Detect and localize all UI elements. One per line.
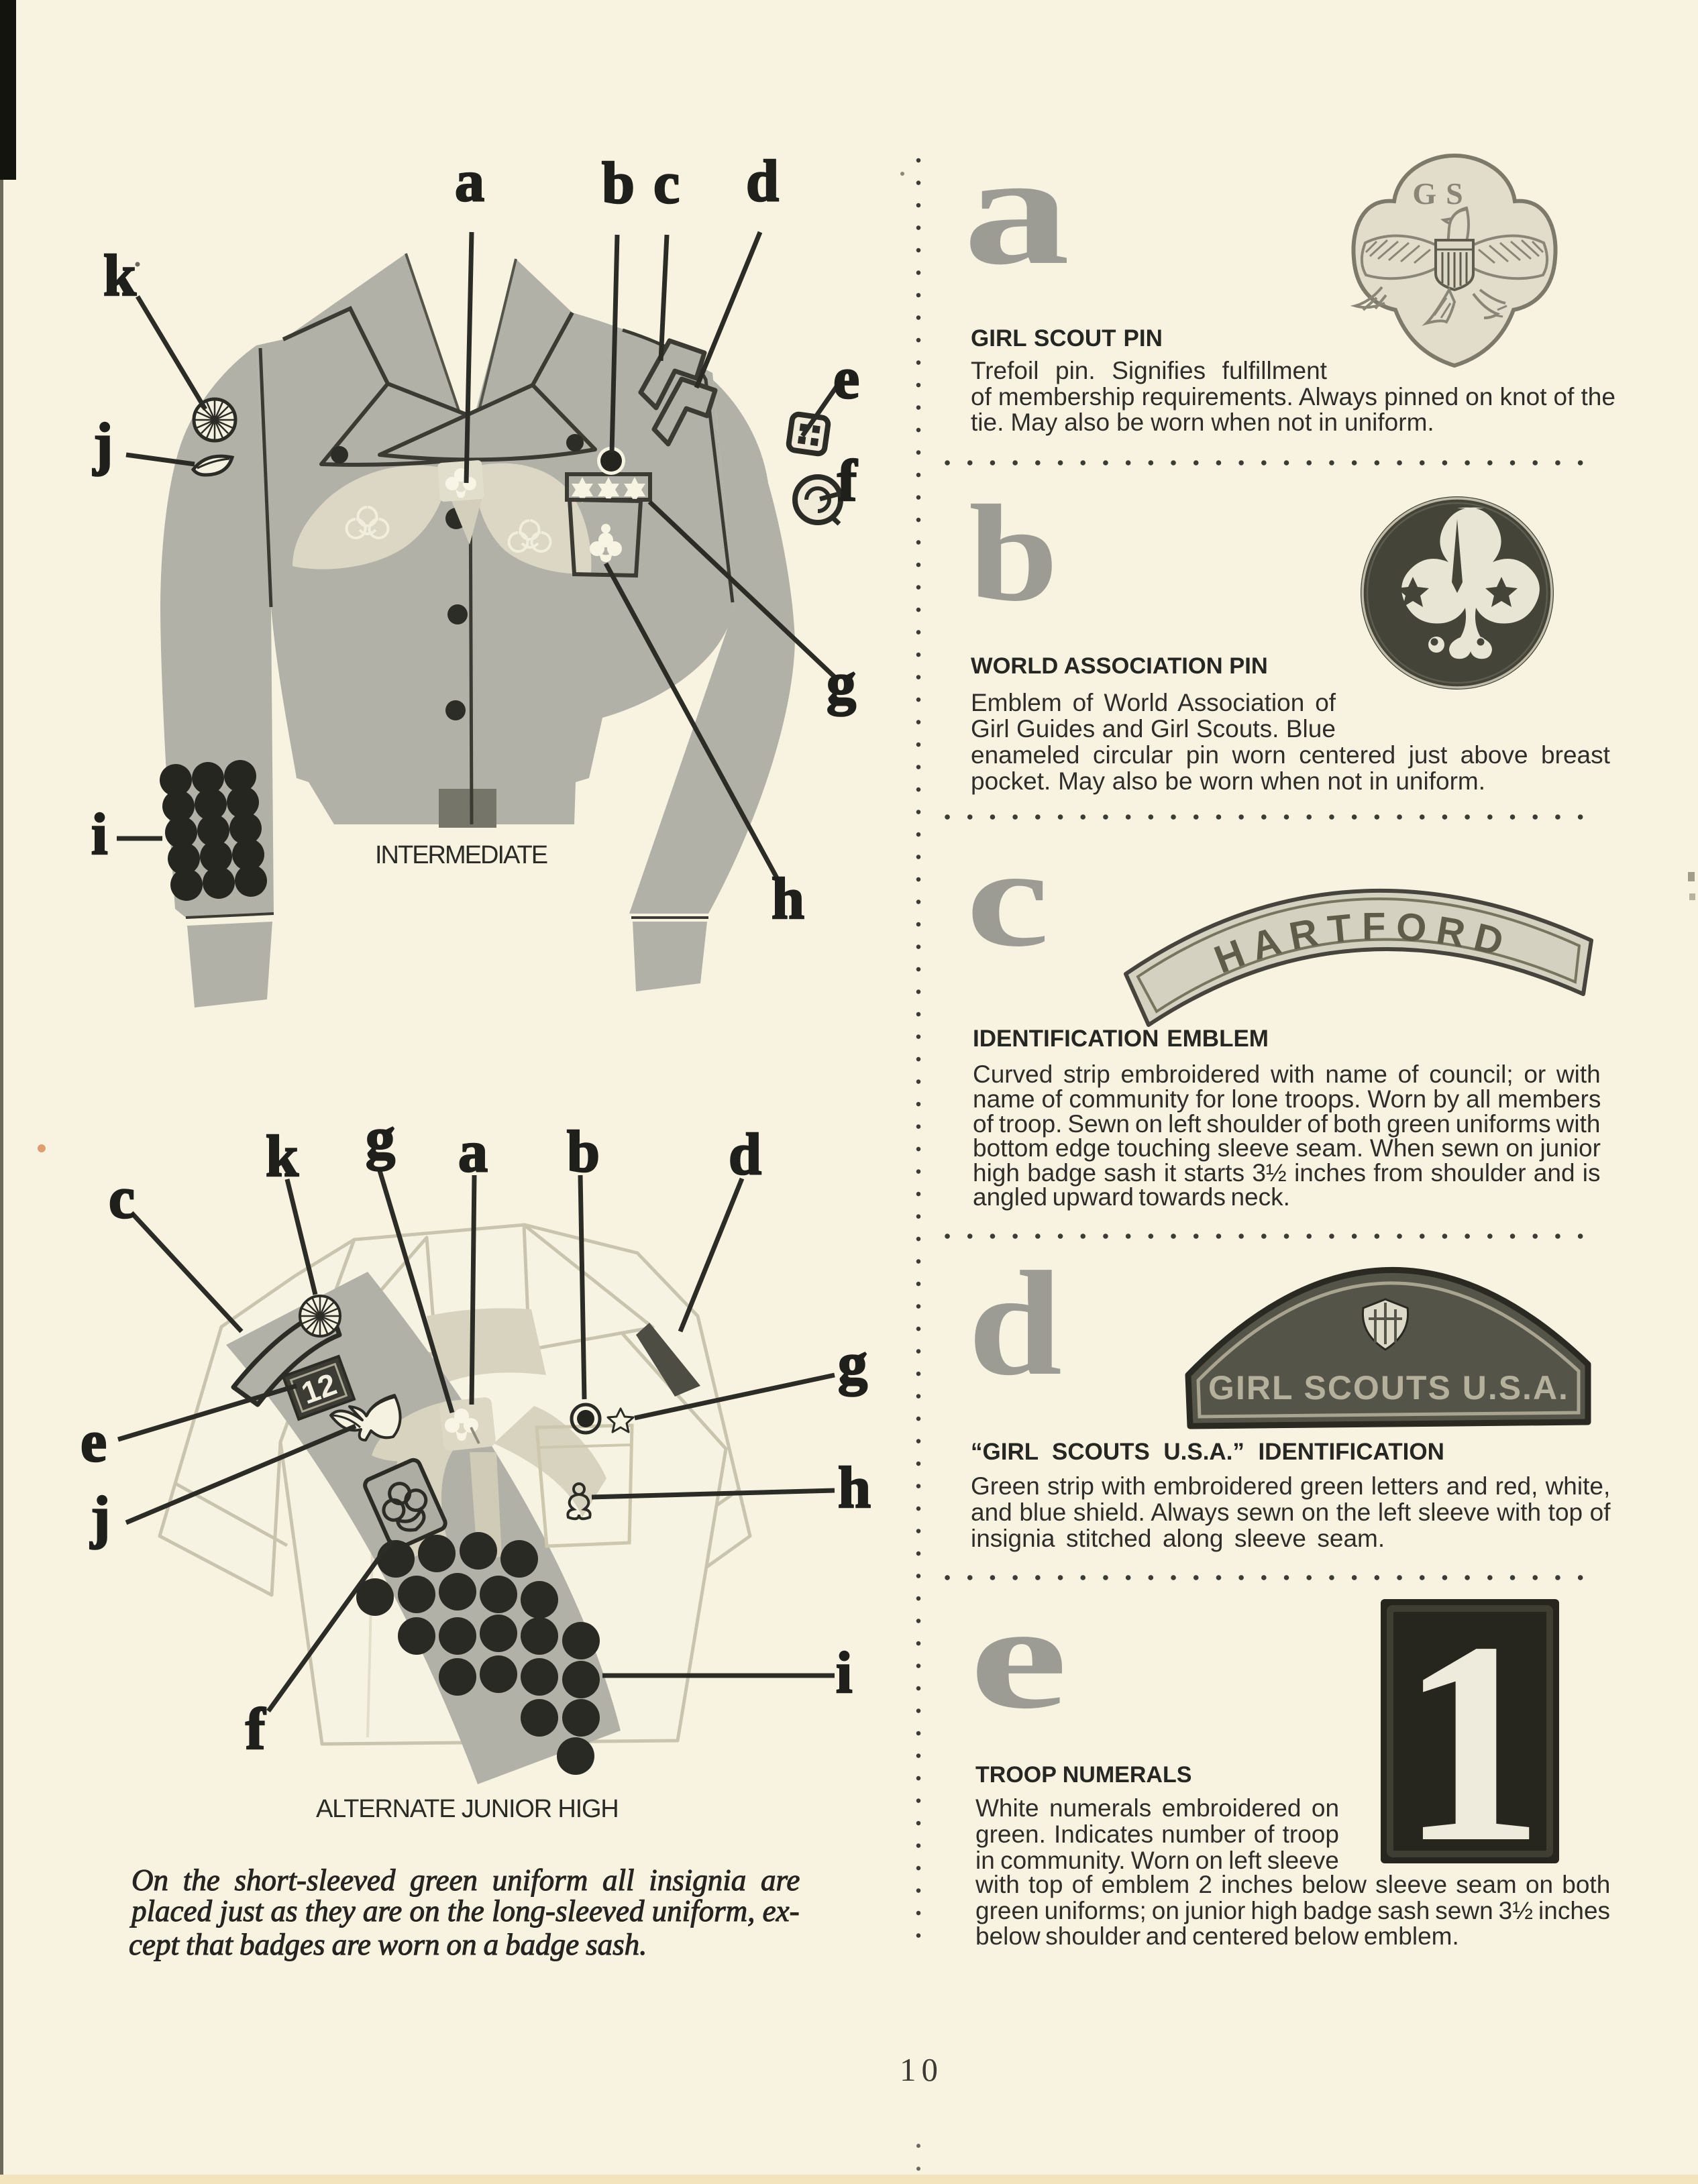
svg-text:f: f: [837, 449, 858, 514]
svg-text:Green strip with embroidered g: Green strip with embroidered green lette…: [971, 1472, 1610, 1500]
svg-text:“GIRL SCOUTS U.S.A.” IDENTIFIC: “GIRL SCOUTS U.S.A.” IDENTIFICATION: [971, 1439, 1444, 1465]
svg-text:j: j: [93, 412, 113, 477]
svg-text:angled upward towards neck.: angled upward towards neck.: [973, 1183, 1290, 1211]
svg-text:g: g: [366, 1106, 395, 1171]
svg-text:k: k: [103, 243, 136, 309]
svg-text:Girl Guides and Girl Scouts. B: Girl Guides and Girl Scouts. Blue: [971, 715, 1336, 743]
svg-text:bottom edge touching sleeve se: bottom edge touching sleeve seam. When s…: [973, 1134, 1601, 1162]
svg-text:Curved strip embroidered with: Curved strip embroidered with name of co…: [973, 1060, 1601, 1088]
svg-text:White numerals embroidered on: White numerals embroidered on: [975, 1794, 1339, 1822]
svg-text:i: i: [91, 802, 107, 867]
svg-text:enameled circular pin worn cen: enameled circular pin worn centered just…: [971, 741, 1611, 769]
svg-text:GIRL SCOUTS U.S.A.: GIRL SCOUTS U.S.A.: [1208, 1369, 1569, 1407]
svg-text:g: g: [838, 1331, 867, 1397]
svg-text:placed just as they are on the: placed just as they are on the long-slee…: [129, 1894, 800, 1928]
svg-text:GIRL SCOUT PIN: GIRL SCOUT PIN: [971, 325, 1163, 351]
svg-text:e: e: [969, 1574, 1067, 1739]
svg-text:WORLD ASSOCIATION PIN: WORLD ASSOCIATION PIN: [971, 653, 1268, 679]
svg-text:10: 10: [900, 2051, 943, 2088]
svg-text:of membership requirements. Al: of membership requirements. Always pinne…: [971, 383, 1615, 411]
svg-text:high badge sash it starts 3½ i: high badge sash it starts 3½ inches from…: [973, 1159, 1601, 1187]
svg-text:with top of emblem 2 inches be: with top of emblem 2 inches below sleeve…: [975, 1871, 1610, 1898]
svg-text:Emblem of World Association of: Emblem of World Association of: [971, 689, 1336, 716]
svg-text:a: a: [458, 1120, 488, 1185]
svg-text:and blue shield. Always sewn o: and blue shield. Always sewn on the left…: [971, 1498, 1611, 1526]
svg-text:green uniforms; on junior high: green uniforms; on junior high badge sas…: [975, 1897, 1610, 1924]
svg-text:INTERMEDIATE: INTERMEDIATE: [375, 841, 547, 869]
svg-text:a: a: [455, 149, 484, 214]
svg-text:a: a: [963, 121, 1070, 298]
svg-text:d: d: [746, 149, 779, 214]
svg-text:g: g: [827, 651, 856, 716]
svg-text:IDENTIFICATION EMBLEM: IDENTIFICATION EMBLEM: [973, 1026, 1269, 1052]
svg-text:h: h: [838, 1456, 871, 1521]
svg-text:c: c: [109, 1166, 135, 1231]
svg-text:b: b: [969, 477, 1058, 630]
svg-text:j: j: [90, 1485, 110, 1550]
svg-text:h: h: [772, 867, 804, 932]
svg-text:k: k: [266, 1124, 299, 1189]
svg-text:e: e: [81, 1409, 107, 1474]
svg-text:green. Indicates number of tro: green. Indicates number of troop: [975, 1820, 1339, 1848]
svg-text:b: b: [602, 151, 635, 216]
svg-text:f: f: [246, 1697, 266, 1762]
svg-text:in community. Worn on left sle: in community. Worn on left sleeve: [975, 1847, 1339, 1874]
svg-text:c: c: [966, 820, 1049, 976]
svg-text:GS: GS: [1412, 176, 1472, 211]
svg-text:name of community for lone tro: name of community for lone troops. Worn …: [973, 1085, 1601, 1113]
svg-text:below shoulder and centered be: below shoulder and centered below emblem…: [975, 1922, 1459, 1950]
svg-text:i: i: [836, 1641, 852, 1706]
svg-text:cept that badges are worn on a: cept that badges are worn on a badge sas…: [129, 1928, 647, 1961]
svg-text:b: b: [567, 1120, 600, 1185]
svg-text:1: 1: [1400, 1583, 1544, 1902]
svg-text:On the short-sleeved green uni: On the short-sleeved green uniform all i…: [131, 1863, 800, 1897]
svg-text:d: d: [968, 1241, 1062, 1407]
svg-text:of troop. Sewn on left shoulde: of troop. Sewn on left shoulder of both …: [973, 1110, 1600, 1138]
svg-text:insignia stitched along sleeve: insignia stitched along sleeve seam.: [971, 1525, 1385, 1552]
svg-text:Trefoil pin. Signifies fulfill: Trefoil pin. Signifies fulfillment: [971, 357, 1328, 384]
svg-text:TROOP NUMERALS: TROOP NUMERALS: [975, 1762, 1191, 1788]
svg-text:d: d: [729, 1122, 761, 1187]
svg-text:ALTERNATE JUNIOR HIGH: ALTERNATE JUNIOR HIGH: [316, 1795, 619, 1823]
svg-text:pocket. May also be worn when: pocket. May also be worn when not in uni…: [971, 767, 1485, 795]
svg-text:e: e: [833, 346, 859, 411]
svg-text:c: c: [653, 151, 680, 216]
svg-text:tie. May also be worn when not: tie. May also be worn when not in unifor…: [971, 408, 1434, 436]
